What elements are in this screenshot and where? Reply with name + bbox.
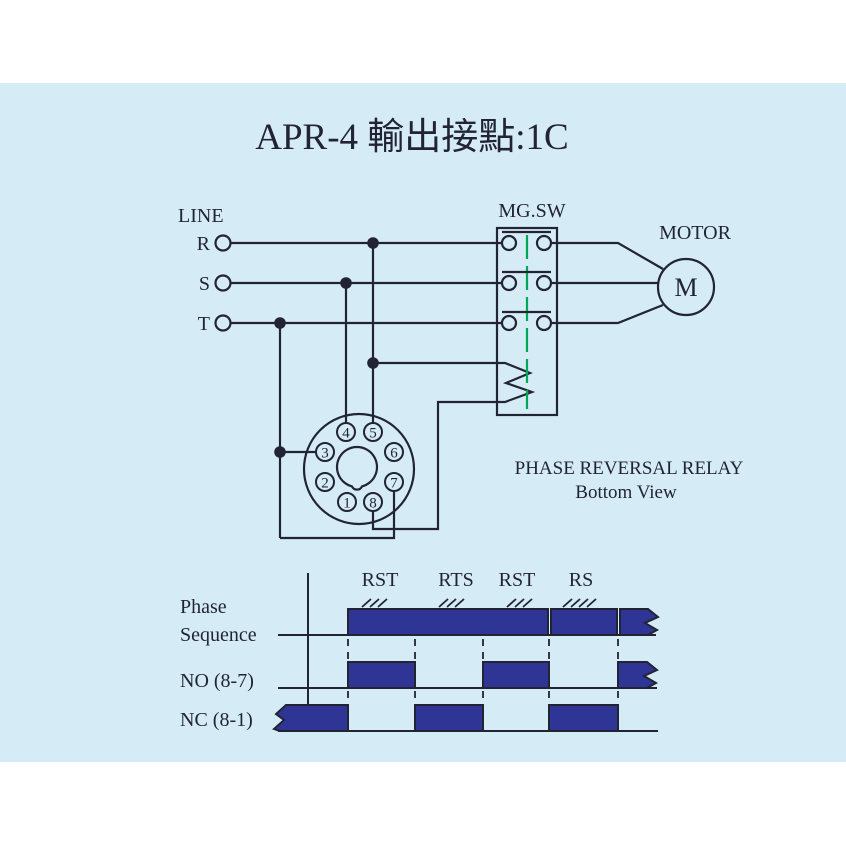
mgsw-contactor: MG.SW — [495, 200, 566, 417]
sequence-label-3: RST — [499, 569, 536, 591]
pin-5-circle — [363, 422, 383, 442]
row-label-phase-1: Phase — [180, 596, 227, 618]
contact-circle — [535, 274, 553, 292]
motor-wire-t — [551, 303, 664, 325]
pin-7-circle — [384, 472, 404, 492]
pin-8-circle — [363, 492, 383, 512]
mgsw-contacts — [500, 230, 553, 332]
pin-5-number: 5 — [369, 426, 377, 442]
contact-circle — [500, 274, 518, 292]
row-label-nc: NC (8-1) — [180, 709, 253, 731]
phase-r-label: R — [197, 233, 211, 255]
timing-diagram: RST RTS RST RS Phase Sequence NO (8-7) N… — [180, 569, 660, 732]
sequence-label-2: RTS — [438, 569, 473, 591]
transition-dashed-lines — [347, 639, 619, 703]
page-title: APR-4 輸出接點:1C — [255, 116, 569, 158]
pin-6-circle — [384, 442, 404, 462]
no-bar-1 — [347, 661, 416, 689]
junction-dot — [274, 317, 286, 329]
timing-bars — [272, 608, 660, 732]
contact-circle — [535, 314, 553, 332]
pin-2-circle — [315, 472, 335, 492]
hatch-tick — [454, 598, 465, 608]
mgsw-box — [495, 226, 559, 417]
hatch-tick — [562, 598, 573, 608]
pin-7-number: 7 — [390, 476, 398, 492]
hatch-tick — [586, 598, 597, 608]
hatch-tick — [522, 598, 533, 608]
phase-seq-bar-2 — [550, 608, 618, 636]
junction-dots — [274, 237, 379, 458]
timing-row-labels: Phase Sequence NO (8-7) NC (8-1) — [180, 596, 257, 731]
contact-circle — [500, 234, 518, 252]
sequence-label-4: RS — [569, 569, 593, 591]
nc-bar-3 — [548, 704, 619, 732]
nc-bar-2 — [414, 704, 484, 732]
relay-socket: 4 5 3 6 2 7 1 8 — [302, 412, 416, 526]
junction-dot — [367, 237, 379, 249]
pin-1-circle — [337, 492, 357, 512]
hatch-tick — [514, 598, 525, 608]
hatch-tick — [506, 598, 517, 608]
contact-circle — [535, 234, 553, 252]
motor-symbol: M — [674, 273, 697, 302]
relay-caption-line1: PHASE REVERSAL RELAY — [515, 458, 744, 479]
pin-8-number: 8 — [369, 496, 377, 512]
line-terminals — [214, 234, 232, 332]
hatch-tick — [446, 598, 457, 608]
terminal-t — [214, 314, 232, 332]
contact-circle — [500, 314, 518, 332]
row-label-no: NO (8-7) — [180, 670, 254, 692]
mgsw-label: MG.SW — [498, 200, 565, 222]
junction-dot — [274, 446, 286, 458]
hatch-tick — [570, 598, 581, 608]
diagram-background — [0, 83, 846, 762]
line-label: LINE — [178, 205, 224, 227]
motor-label: MOTOR — [659, 222, 732, 244]
junction-dot — [340, 277, 352, 289]
pin-6-number: 6 — [390, 446, 398, 462]
coil-and-pin8-wire — [371, 361, 536, 531]
hatch-tick — [578, 598, 589, 608]
pin-3-circle — [315, 442, 335, 462]
socket-pins — [315, 422, 404, 512]
motor: M MOTOR — [656, 222, 732, 317]
timing-axes — [278, 573, 658, 732]
phase-t-label: T — [198, 313, 210, 335]
hatch-tick — [361, 598, 372, 608]
socket-pin-numbers: 4 5 3 6 2 7 1 8 — [321, 426, 398, 512]
relay-caption-line2: Bottom View — [575, 482, 677, 503]
pin-3-number: 3 — [321, 446, 329, 462]
nc-bar-torn — [272, 704, 349, 732]
phase-s-label: S — [199, 273, 210, 295]
pin-4-number: 4 — [342, 426, 350, 442]
motor-circle — [656, 257, 716, 317]
sequence-labels: RST RTS RST RS — [362, 569, 594, 591]
phase-seq-bar-1 — [347, 608, 549, 636]
hatch-tick — [377, 598, 388, 608]
hatch-tick — [438, 598, 449, 608]
socket-outline — [302, 412, 416, 526]
row-label-phase-2: Sequence — [180, 624, 257, 646]
hatch-ticks — [361, 598, 597, 608]
terminal-r — [214, 234, 232, 252]
motor-wire-r — [551, 241, 664, 270]
pin-1-number: 1 — [343, 496, 351, 512]
pin7-feed-wire — [280, 491, 396, 540]
no-bar-2 — [482, 661, 550, 689]
socket-keyway — [335, 445, 379, 491]
sequence-label-1: RST — [362, 569, 399, 591]
junction-dot — [367, 357, 379, 369]
pin-4-circle — [336, 422, 356, 442]
terminal-s — [214, 274, 232, 292]
hatch-tick — [369, 598, 380, 608]
pin-2-number: 2 — [321, 476, 329, 492]
